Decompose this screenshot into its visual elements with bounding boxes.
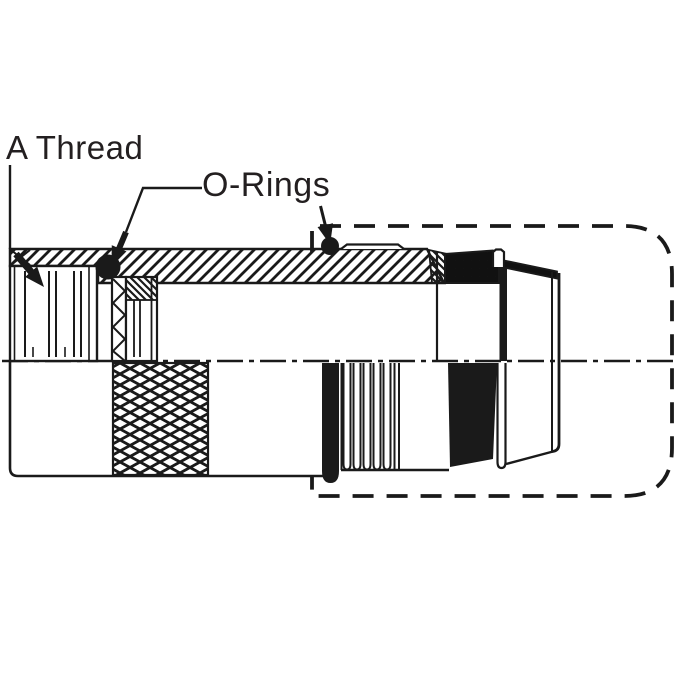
callout-a-thread: A Thread bbox=[6, 129, 143, 287]
band-ridge bbox=[340, 243, 405, 250]
lower-thread-section bbox=[340, 363, 400, 471]
front-shell-bottom-edge bbox=[505, 450, 554, 466]
thread-root-ticks bbox=[32, 347, 66, 357]
front-clamp-section bbox=[444, 248, 558, 361]
o-rings-leader-arrow-rear bbox=[111, 230, 129, 267]
o-ring-seal-lower bbox=[322, 363, 339, 483]
retaining-spring-assembly bbox=[110, 275, 159, 363]
a-thread-label: A Thread bbox=[6, 129, 143, 166]
a-thread-leader-arrow bbox=[13, 251, 45, 287]
front-shell-hatched-strip bbox=[503, 259, 558, 280]
inner-wall-upper bbox=[499, 267, 507, 361]
thread-crest-lines bbox=[24, 271, 82, 357]
front-face bbox=[505, 272, 561, 466]
o-ring-rear bbox=[95, 254, 121, 280]
insert-hatched-cap bbox=[125, 276, 158, 301]
o-rings-leader-line-rear bbox=[124, 186, 202, 233]
key-tab bbox=[491, 248, 506, 267]
inner-wall-lower bbox=[496, 363, 507, 470]
clamp-silhouette-lower bbox=[448, 363, 497, 467]
o-rings-label: O-Rings bbox=[202, 166, 330, 204]
o-rings-leader-arrow-front bbox=[317, 205, 334, 245]
wave-spring-zigzag bbox=[111, 278, 127, 362]
callout-o-rings: O-Rings bbox=[111, 166, 334, 267]
mating-envelope-dashed-outline bbox=[310, 224, 674, 498]
o-ring-front bbox=[321, 237, 339, 255]
knurl-grip bbox=[111, 361, 210, 477]
rear-thread-section bbox=[8, 264, 99, 363]
